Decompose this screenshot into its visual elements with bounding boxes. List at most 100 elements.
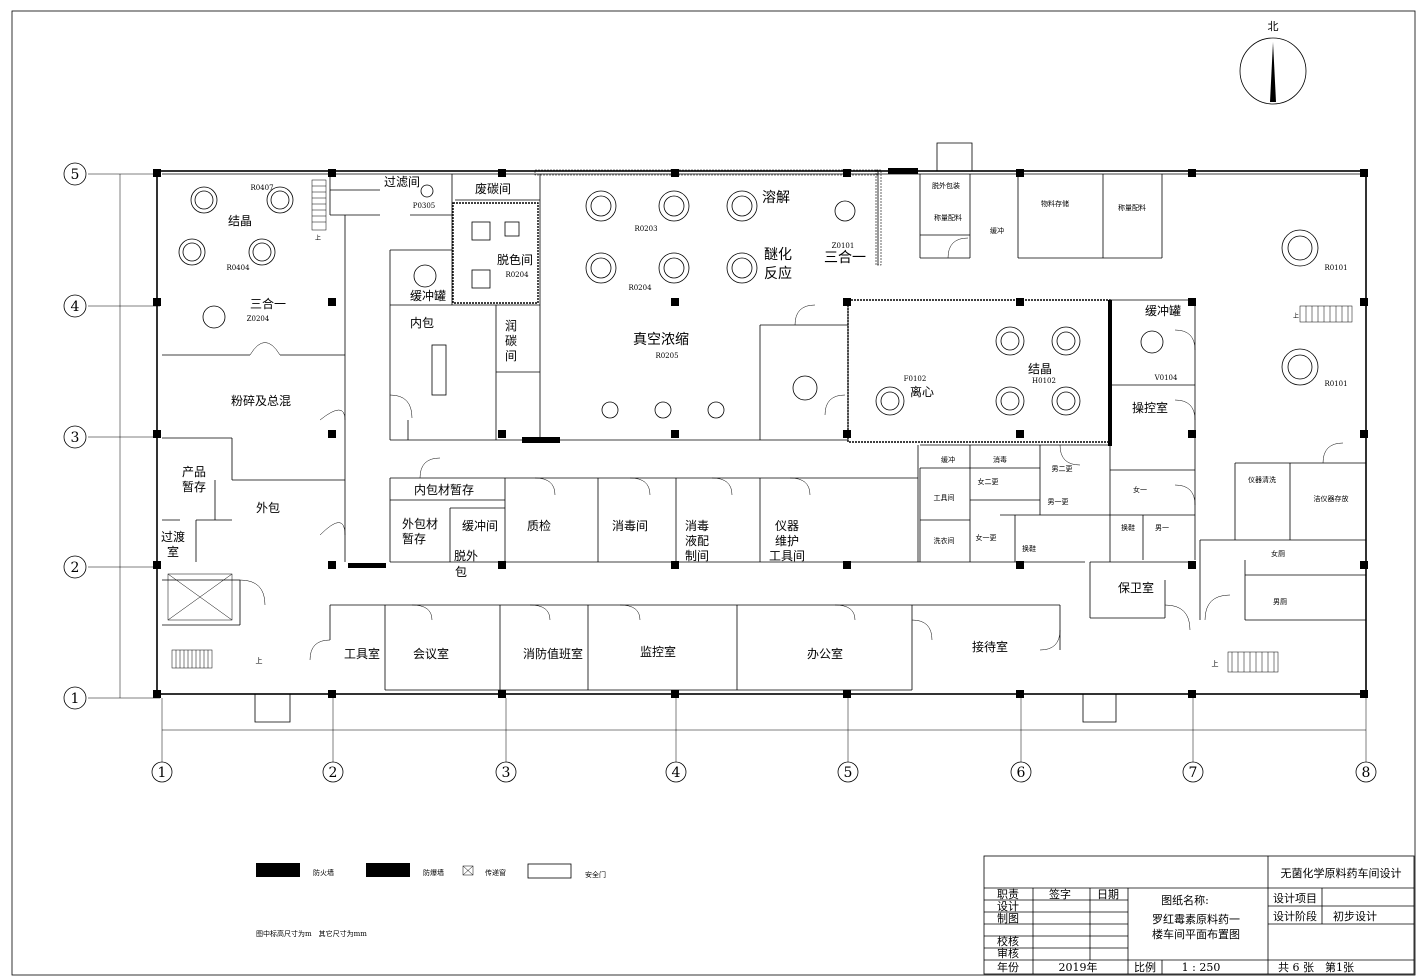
room-label: 接待室 <box>972 639 1008 654</box>
col-axis-label: 6 <box>1017 765 1026 781</box>
drawing-border <box>11 10 1416 976</box>
legend-fire-wall: 防火墙 <box>313 868 334 877</box>
tb-review: 审核 <box>997 946 1019 960</box>
room-label: 脱外包装 <box>932 181 960 190</box>
room-label: 外包材 <box>402 517 438 531</box>
room-label: 监控室 <box>640 644 676 659</box>
equipment-tag: R0203 <box>634 225 657 233</box>
room-label: 醚化 <box>764 247 792 263</box>
stair-up-label: 上 <box>1212 659 1219 668</box>
room-label: 保卫室 <box>1118 580 1154 595</box>
room-label: 男厕 <box>1273 598 1287 606</box>
equipment-tag: H0102 <box>1032 377 1056 385</box>
room-label: 工具间 <box>769 549 805 563</box>
room-label: 暂存 <box>182 480 206 494</box>
col-axis-label: 8 <box>1362 765 1371 781</box>
room-label: 产品 <box>182 465 206 479</box>
col-axis-label: 4 <box>672 765 681 781</box>
room-label: 物料存储 <box>1041 199 1069 208</box>
north-arrow: 北 <box>1239 20 1307 105</box>
room-label: 仪器 <box>775 519 799 533</box>
room-label: 室 <box>167 544 179 559</box>
col-axis-label: 2 <box>329 765 338 781</box>
room-label: 粉碎及总混 <box>231 393 291 408</box>
room-label: 消毒间 <box>612 519 648 533</box>
project-title: 无菌化学原料药车间设计 <box>1281 866 1402 880</box>
room-label: 离心 <box>910 384 934 399</box>
room-label: 间 <box>505 349 517 363</box>
room-label: 缓冲罐 <box>410 288 446 303</box>
room-label: 换鞋 <box>1022 544 1036 553</box>
tb-scale-value: 1 : 250 <box>1182 961 1221 974</box>
tb-duty: 职责 <box>997 888 1019 901</box>
room-label: 消毒 <box>993 455 1007 464</box>
row-axis-label: 5 <box>71 167 80 183</box>
tb-check: 校核 <box>997 934 1019 948</box>
room-label: 润 <box>505 319 517 333</box>
stair-up-label: 上 <box>315 234 321 242</box>
equipment-tag: Z0204 <box>247 315 270 323</box>
tb-design-stage-value: 初步设计 <box>1333 909 1377 923</box>
equipment-tag: R0404 <box>226 264 250 272</box>
room-label: 缓冲罐 <box>1145 303 1181 318</box>
tb-drawing-name-label: 图纸名称: <box>1161 893 1209 907</box>
column-axes: 1 2 3 4 5 6 7 8 <box>151 698 1377 783</box>
legend-safety-door: 安全门 <box>585 870 606 879</box>
equipment-tag: R0204 <box>628 284 652 292</box>
room-label: 洁仪器存放 <box>1314 494 1349 503</box>
legend-blast-wall: 防爆墙 <box>423 868 444 877</box>
room-label: 包 <box>455 565 467 579</box>
room-label: 结晶 <box>228 214 252 228</box>
room-label: 暂存 <box>402 532 426 546</box>
tb-design-stage: 设计阶段 <box>1273 909 1317 923</box>
tb-year-label: 年份 <box>997 960 1019 974</box>
col-axis-label: 1 <box>158 765 167 781</box>
equipment-tag: R0205 <box>655 352 678 360</box>
room-label: 女厕 <box>1271 549 1285 558</box>
room-label: 制间 <box>685 549 709 563</box>
equipment-tag: R0101 <box>1324 264 1347 272</box>
room-label: 消防值班室 <box>523 646 583 661</box>
dimension-note: 图中标高尺寸为m 其它尺寸为mm <box>256 929 367 938</box>
room-label: 脱外 <box>454 548 478 563</box>
tb-scale-label: 比例 <box>1134 960 1156 974</box>
room-label: 碳 <box>505 334 517 348</box>
col-axis-label: 7 <box>1189 765 1198 781</box>
row-axis-label: 4 <box>71 299 80 315</box>
room-label: 缓冲 <box>990 226 1004 235</box>
room-label: 废碳间 <box>475 181 511 196</box>
room-label: 男二更 <box>1052 465 1073 473</box>
equipment <box>167 179 1353 673</box>
equipment-tag: R0101 <box>1324 380 1347 388</box>
room-label: 三合一 <box>824 250 866 266</box>
room-label: 缓冲间 <box>462 518 498 533</box>
room-labels: 结晶 R0407 R0404 三合一 Z0204 过滤间 P0305 废碳间 脱… <box>161 175 1349 668</box>
room-label: 男一更 <box>1048 498 1069 506</box>
tb-drawing-name-1: 罗红霉素原料药一 <box>1152 912 1240 926</box>
stair-up-label: 上 <box>256 656 263 665</box>
room-label: 称量配料 <box>1118 203 1146 212</box>
room-label: 脱色间 <box>497 252 533 267</box>
room-label: 称量配料 <box>934 213 962 222</box>
room-label: 结晶 <box>1028 362 1052 376</box>
building-walls <box>156 142 1367 723</box>
room-label: 溶解 <box>762 190 790 206</box>
legend-pass-window: 传递窗 <box>485 868 506 877</box>
room-label: 质检 <box>527 518 551 533</box>
room-label: 洗衣间 <box>934 536 955 545</box>
room-label: 内包 <box>410 316 434 330</box>
room-label: 消毒 <box>685 519 709 533</box>
tb-design: 设计 <box>997 900 1019 913</box>
tb-sign: 签字 <box>1049 887 1071 901</box>
tb-year-value: 2019年 <box>1059 960 1098 974</box>
room-label: 过滤间 <box>384 175 420 189</box>
north-label: 北 <box>1268 20 1279 33</box>
col-axis-label: 3 <box>502 765 511 781</box>
equipment-tag: V0104 <box>1154 374 1178 382</box>
room-label: 液配 <box>685 533 709 548</box>
row-axis-label: 3 <box>71 430 80 446</box>
room-label: 外包 <box>256 501 280 515</box>
room-label: 工具间 <box>934 494 955 502</box>
room-label: 缓冲 <box>941 455 955 464</box>
